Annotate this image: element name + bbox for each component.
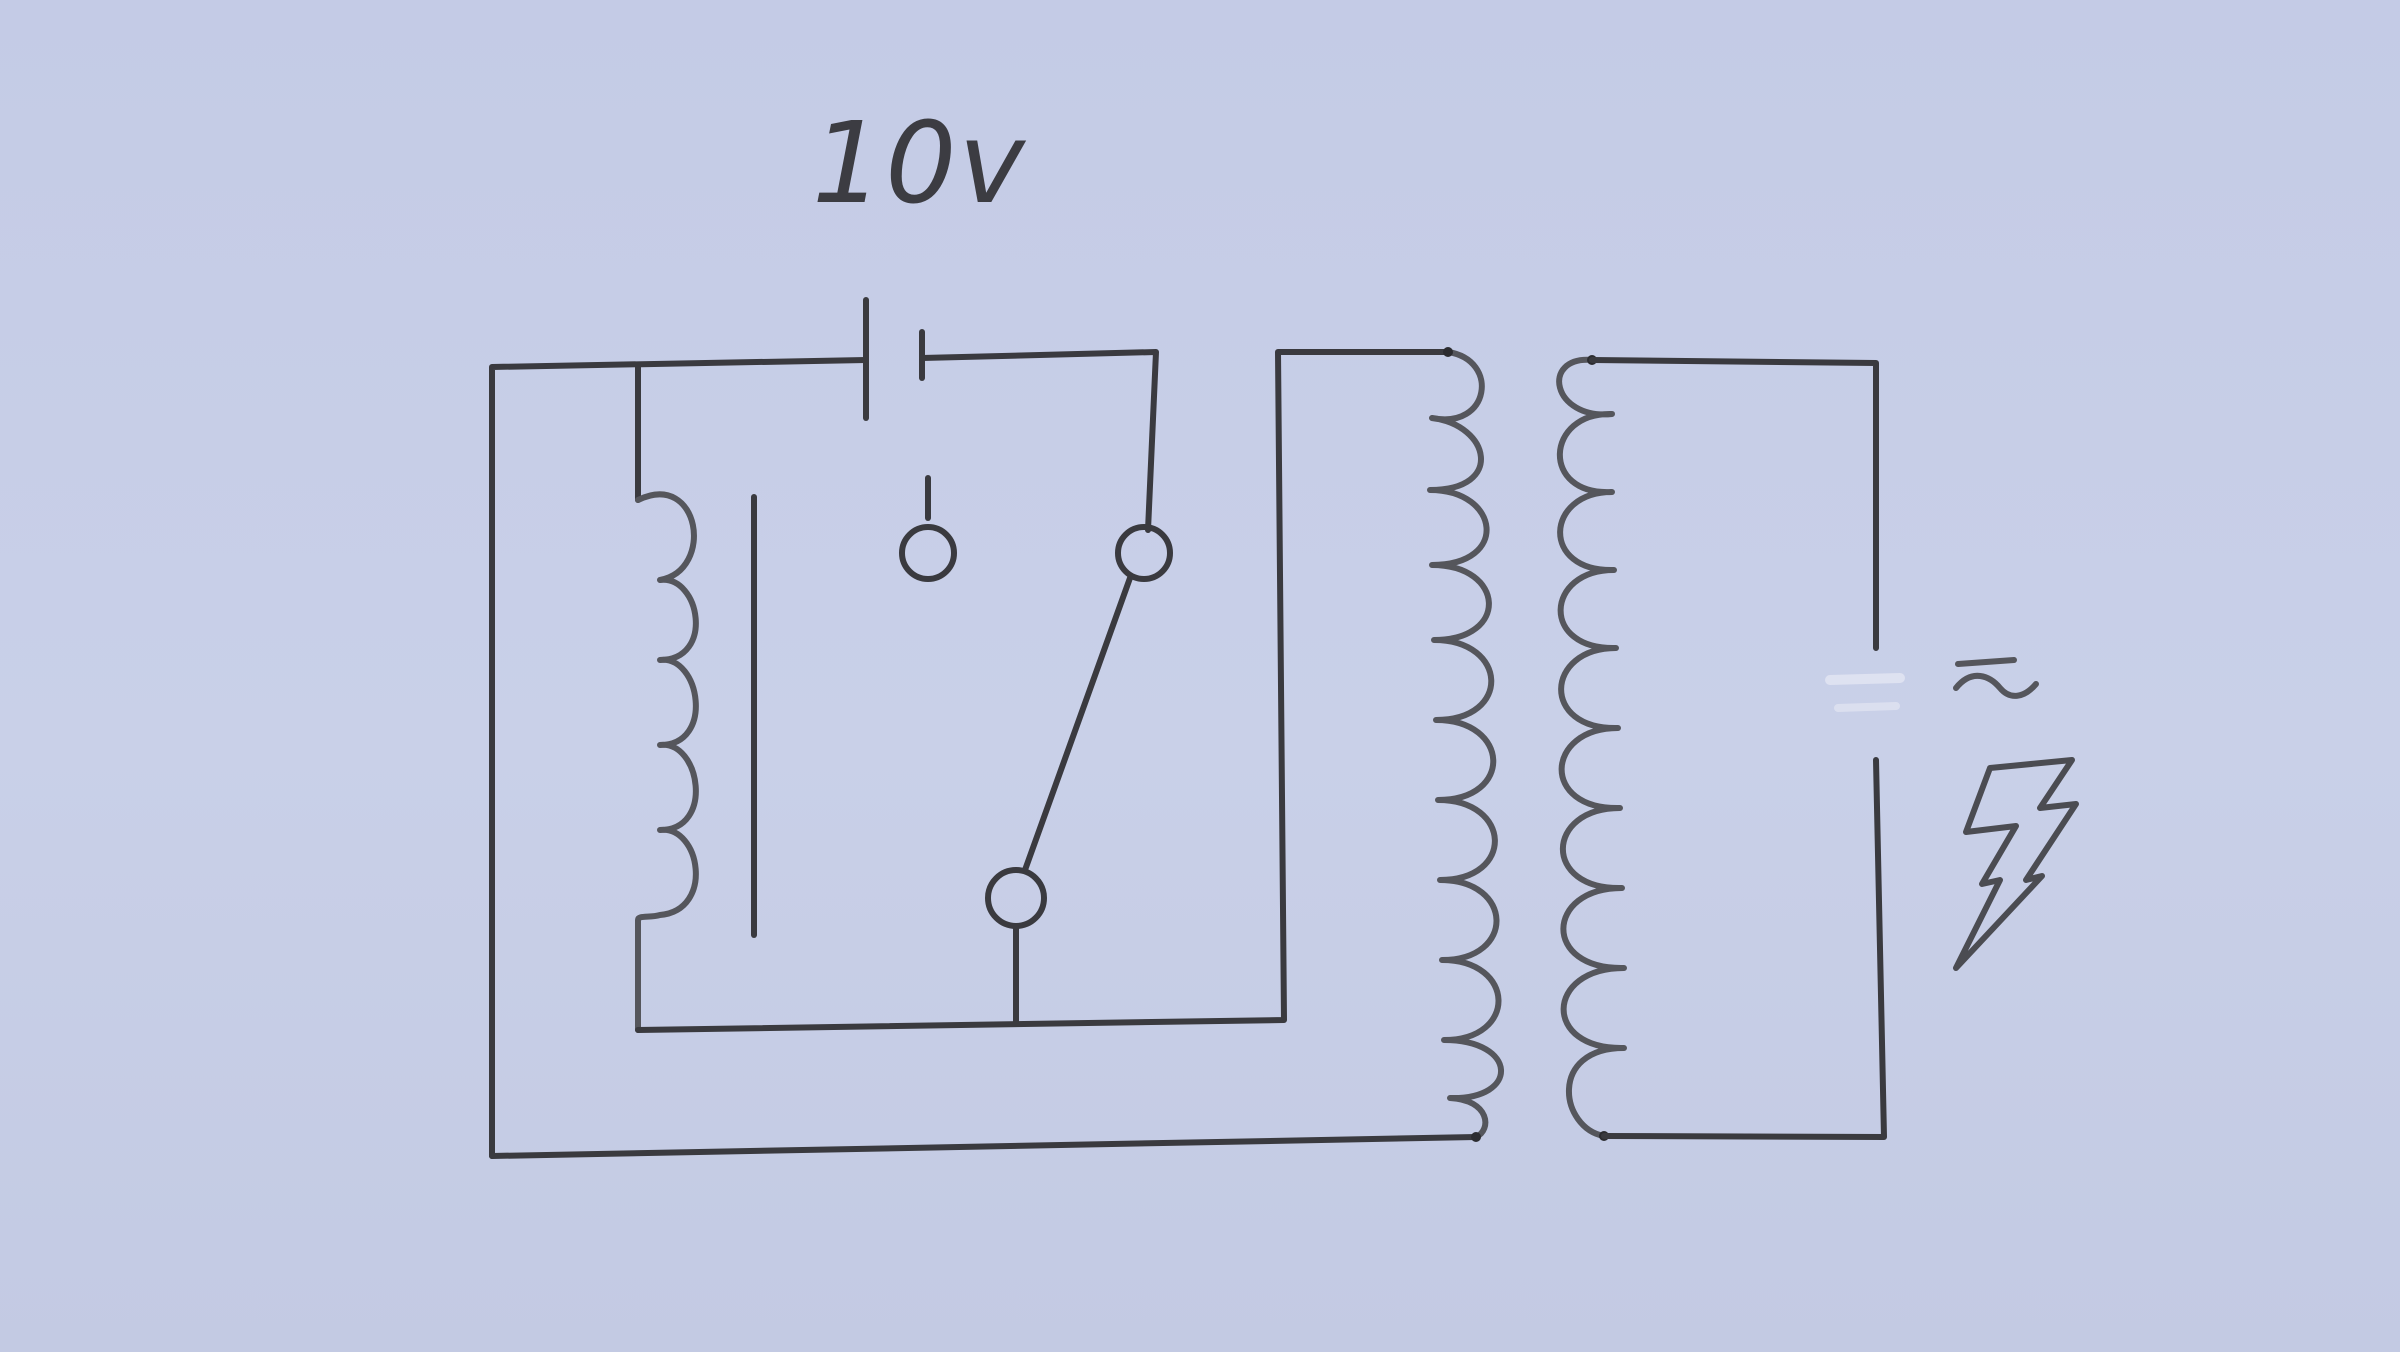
relay-coil-icon bbox=[635, 491, 699, 1033]
transformer-secondary-icon bbox=[1556, 356, 1627, 1139]
relay-switch-icon bbox=[899, 475, 1173, 1027]
wire-secondary-loop bbox=[1589, 357, 1879, 651]
battery-icon bbox=[863, 297, 925, 421]
wire-bottom bbox=[489, 1134, 1479, 1159]
ac-symbol-icon bbox=[1953, 657, 2039, 699]
wire-relay-bottom bbox=[635, 349, 1451, 1033]
voltage-label: 10v bbox=[812, 99, 1027, 229]
lightning-bolt-icon bbox=[1953, 757, 2079, 971]
wire-secondary-loop-lower bbox=[1601, 757, 1887, 1140]
spark-gap-icon bbox=[1825, 673, 1905, 712]
wire-top-left bbox=[489, 357, 869, 1159]
wire-top-right bbox=[919, 349, 1159, 533]
transformer-primary-icon bbox=[1427, 349, 1504, 1140]
